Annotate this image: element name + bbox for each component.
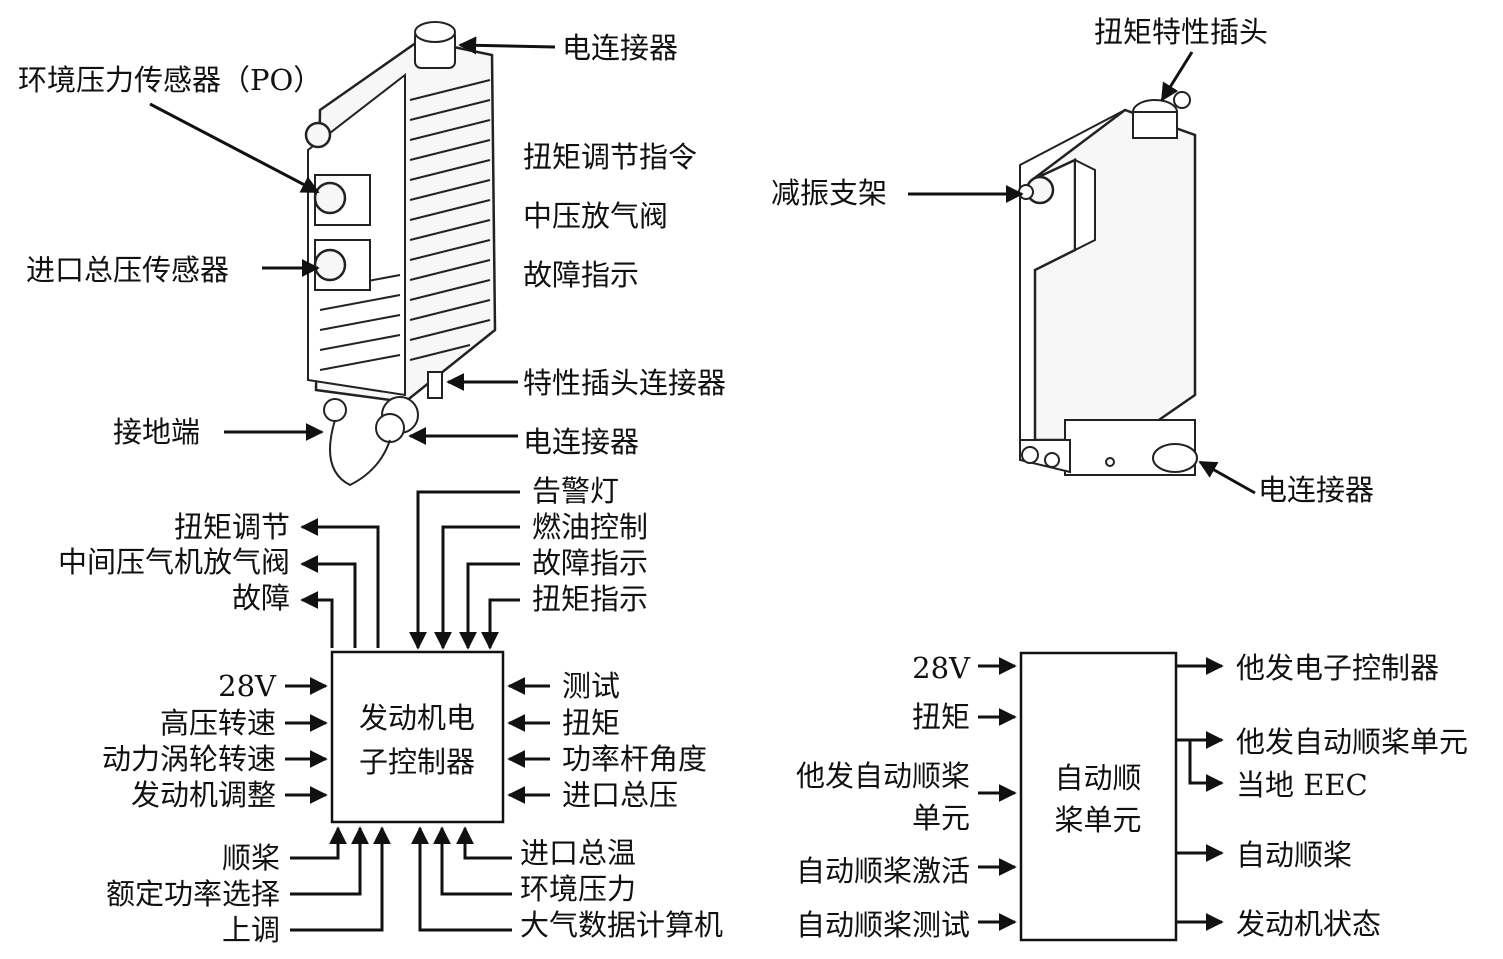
eec-in-adc: 大气数据计算机 — [520, 908, 723, 942]
afu-out-other-eec: 他发电子控制器 — [1236, 651, 1439, 685]
eec-block-diagram: 发动机电 子控制器 扭矩调节 中间压气机放气阀 故障 告警灯 燃油控制 故障指示… — [58, 474, 723, 947]
eec-out-fuel-control: 燃油控制 — [532, 510, 648, 544]
label-plug-connector: 特性插头连接器 — [523, 366, 726, 400]
afu-box-line2: 桨单元 — [1054, 803, 1141, 837]
eec-out-fault-indication: 故障指示 — [532, 546, 648, 580]
label-damper-bracket: 减振支架 — [771, 176, 887, 210]
eec-in-torque: 扭矩 — [562, 706, 620, 740]
eec-in-inlet-temp: 进口总温 — [520, 836, 636, 870]
afu-out-autofeather: 自动顺桨 — [1236, 838, 1352, 872]
eec-in-uptrim: 上调 — [222, 913, 280, 947]
label-ambient-sensor: 环境压力传感器（PO） — [18, 63, 322, 97]
eec-in-ambient-pressure: 环境压力 — [520, 872, 636, 906]
eec-out-ic-bleed: 中间压气机放气阀 — [58, 545, 290, 579]
label-connector-bottom: 电连接器 — [523, 425, 639, 459]
eec-out-fault: 故障 — [232, 581, 290, 615]
eec-box — [330, 650, 505, 824]
afu-out-local-eec: 当地 EEC — [1236, 768, 1368, 802]
afu-box — [1019, 651, 1178, 942]
label-connector-top: 电连接器 — [562, 31, 678, 65]
eec-in-pla: 功率杆角度 — [562, 742, 707, 776]
eec-box-line1: 发动机电 — [359, 701, 475, 735]
eec-out-torque-adjust: 扭矩调节 — [174, 510, 290, 544]
afu-in-other-afu-line1: 他发自动顺桨 — [796, 759, 970, 793]
eec-in-feather: 顺桨 — [222, 841, 280, 875]
eec-in-hp-speed: 高压转速 — [160, 706, 276, 740]
eec-in-rating-select: 额定功率选择 — [106, 877, 280, 911]
afu-in-test: 自动顺桨测试 — [796, 908, 970, 942]
afu-out-other-afu: 他发自动顺桨单元 — [1236, 725, 1468, 759]
label-ground: 接地端 — [113, 415, 200, 449]
eec-device-callouts: 电连接器 环境压力传感器（PO） 扭矩调节指令 中压放气阀 故障指示 进口总压传… — [18, 31, 726, 459]
afu-in-arm: 自动顺桨激活 — [796, 854, 970, 888]
eec-out-warning-light: 告警灯 — [532, 474, 619, 508]
afu-block-diagram: 自动顺 桨单元 28V 扭矩 他发自动顺桨 单元 自动顺桨激活 自动顺桨测试 他… — [796, 651, 1468, 942]
label-inlet-sensor: 进口总压传感器 — [26, 253, 229, 287]
afu-out-engine-status: 发动机状态 — [1236, 907, 1381, 941]
eec-in-test: 测试 — [562, 669, 620, 703]
eec-device-illustration — [304, 21, 497, 487]
label-torque-command: 扭矩调节指令 — [523, 140, 697, 174]
label-afu-connector: 电连接器 — [1258, 473, 1374, 507]
label-torque-plug: 扭矩特性插头 — [1094, 15, 1268, 49]
afu-in-torque: 扭矩 — [912, 700, 970, 734]
afu-box-line1: 自动顺 — [1054, 761, 1141, 795]
label-fault-indication: 故障指示 — [523, 258, 639, 292]
label-ip-bleed-valve: 中压放气阀 — [523, 199, 668, 233]
eec-box-line2: 子控制器 — [359, 745, 475, 779]
eec-in-inlet-pressure: 进口总压 — [562, 778, 678, 812]
afu-in-other-afu-line2: 单元 — [912, 801, 970, 835]
afu-device-callouts: 扭矩特性插头 减振支架 电连接器 — [771, 15, 1374, 507]
eec-in-pt-speed: 动力涡轮转速 — [102, 742, 276, 776]
afu-device-illustration — [1018, 91, 1198, 476]
eec-out-torque-indication: 扭矩指示 — [532, 582, 648, 616]
eec-in-engine-trim: 发动机调整 — [131, 778, 276, 812]
eec-in-28v: 28V — [218, 669, 277, 703]
afu-in-28v: 28V — [912, 651, 971, 685]
